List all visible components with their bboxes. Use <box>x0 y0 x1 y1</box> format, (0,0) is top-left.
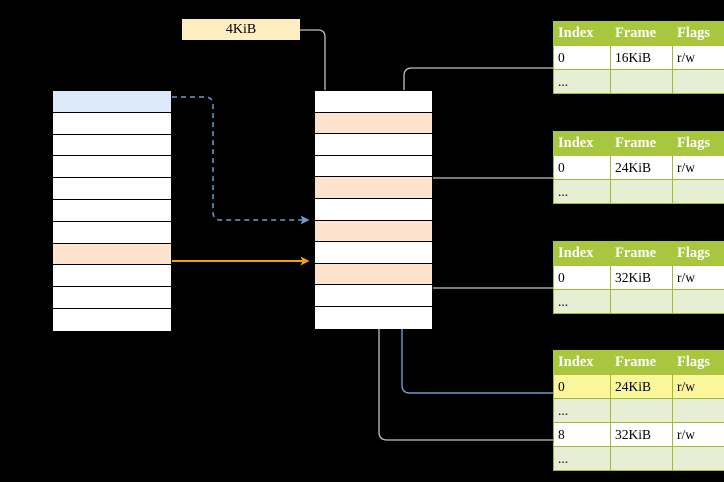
cell-flags[interactable]: r/w <box>672 45 724 70</box>
wire-virtual-blue-to-physical <box>172 96 310 225</box>
cell-frame[interactable] <box>610 179 673 204</box>
physical-frame-row[interactable] <box>315 306 432 329</box>
cell-flags[interactable] <box>672 69 724 94</box>
cell-index[interactable]: 0 <box>553 155 611 180</box>
virtual-page-row[interactable] <box>53 243 171 266</box>
cell-flags[interactable] <box>672 398 724 423</box>
column-header-flags: Flags <box>672 21 724 46</box>
column-header-flags: Flags <box>672 241 724 266</box>
page-table-3: Index Frame Flags 0 32KiB r/w ... <box>553 241 724 314</box>
cell-flags[interactable] <box>672 446 724 471</box>
cell-frame[interactable] <box>610 289 673 314</box>
virtual-page-row[interactable] <box>53 156 171 179</box>
table-row[interactable]: ... <box>553 179 724 204</box>
cell-frame[interactable] <box>610 446 673 471</box>
physical-frame-row[interactable] <box>315 198 432 221</box>
physical-frame-row[interactable] <box>315 155 432 178</box>
table-row[interactable]: ... <box>553 69 724 94</box>
column-header-frame: Frame <box>610 241 673 266</box>
cell-index[interactable]: ... <box>553 289 611 314</box>
virtual-page-row[interactable] <box>53 134 171 157</box>
cell-frame[interactable]: 32KiB <box>610 422 673 447</box>
physical-address-space <box>314 90 433 329</box>
column-header-index: Index <box>553 21 611 46</box>
virtual-page-row[interactable] <box>53 91 171 113</box>
cell-index[interactable]: ... <box>553 398 611 423</box>
physical-frame-row[interactable] <box>315 285 432 307</box>
virtual-page-row[interactable] <box>53 178 171 200</box>
table-row[interactable]: 0 16KiB r/w <box>553 45 724 70</box>
table-row[interactable]: 8 32KiB r/w <box>553 422 724 447</box>
cell-flags[interactable]: r/w <box>672 155 724 180</box>
cell-flags[interactable]: r/w <box>672 374 724 399</box>
page-table-4: Index Frame Flags 0 24KiB r/w ... 8 32Ki… <box>553 350 724 471</box>
physical-frame-row[interactable] <box>315 263 432 286</box>
cell-flags[interactable] <box>672 179 724 204</box>
virtual-page-row[interactable] <box>53 265 171 288</box>
column-header-flags: Flags <box>672 131 724 156</box>
virtual-address-space <box>52 90 172 331</box>
physical-frame-row[interactable] <box>315 177 432 199</box>
column-header-index: Index <box>553 131 611 156</box>
physical-frame-row[interactable] <box>315 134 432 156</box>
physical-frame-row[interactable] <box>315 112 432 135</box>
size-label-4kib: 4KiB <box>182 19 300 40</box>
table-row[interactable]: ... <box>553 289 724 314</box>
column-header-index: Index <box>553 241 611 266</box>
table-row[interactable]: ... <box>553 446 724 471</box>
table-header-row: Index Frame Flags <box>553 131 724 156</box>
table-row[interactable]: 0 24KiB r/w <box>553 155 724 180</box>
table-row[interactable]: 0 32KiB r/w <box>553 265 724 290</box>
cell-index[interactable]: ... <box>553 446 611 471</box>
table-row-highlighted[interactable]: 0 24KiB r/w <box>553 374 724 399</box>
physical-frame-row[interactable] <box>315 242 432 264</box>
column-header-frame: Frame <box>610 21 673 46</box>
virtual-page-row[interactable] <box>53 287 171 309</box>
column-header-frame: Frame <box>610 350 673 375</box>
table-header-row: Index Frame Flags <box>553 21 724 46</box>
column-header-frame: Frame <box>610 131 673 156</box>
table-row[interactable]: ... <box>553 398 724 423</box>
table-header-row: Index Frame Flags <box>553 241 724 266</box>
page-table-1: Index Frame Flags 0 16KiB r/w ... <box>553 21 724 94</box>
physical-frame-row[interactable] <box>315 91 432 113</box>
cell-frame[interactable] <box>610 69 673 94</box>
table-header-row: Index Frame Flags <box>553 350 724 375</box>
column-header-flags: Flags <box>672 350 724 375</box>
virtual-page-row[interactable] <box>53 199 171 222</box>
virtual-page-row[interactable] <box>53 308 171 331</box>
cell-index[interactable]: 0 <box>553 374 611 399</box>
cell-flags[interactable] <box>672 289 724 314</box>
cell-index[interactable]: ... <box>553 69 611 94</box>
cell-frame[interactable]: 32KiB <box>610 265 673 290</box>
virtual-page-row[interactable] <box>53 112 171 135</box>
cell-index[interactable]: 0 <box>553 45 611 70</box>
cell-index[interactable]: 8 <box>553 422 611 447</box>
cell-index[interactable]: 0 <box>553 265 611 290</box>
cell-flags[interactable]: r/w <box>672 265 724 290</box>
cell-index[interactable]: ... <box>553 179 611 204</box>
page-table-2: Index Frame Flags 0 24KiB r/w ... <box>553 131 724 204</box>
cell-flags[interactable]: r/w <box>672 422 724 447</box>
virtual-page-row[interactable] <box>53 221 171 244</box>
cell-frame[interactable] <box>610 398 673 423</box>
cell-frame[interactable]: 16KiB <box>610 45 673 70</box>
column-header-index: Index <box>553 350 611 375</box>
cell-frame[interactable]: 24KiB <box>610 374 673 399</box>
physical-frame-row[interactable] <box>315 220 432 243</box>
cell-frame[interactable]: 24KiB <box>610 155 673 180</box>
